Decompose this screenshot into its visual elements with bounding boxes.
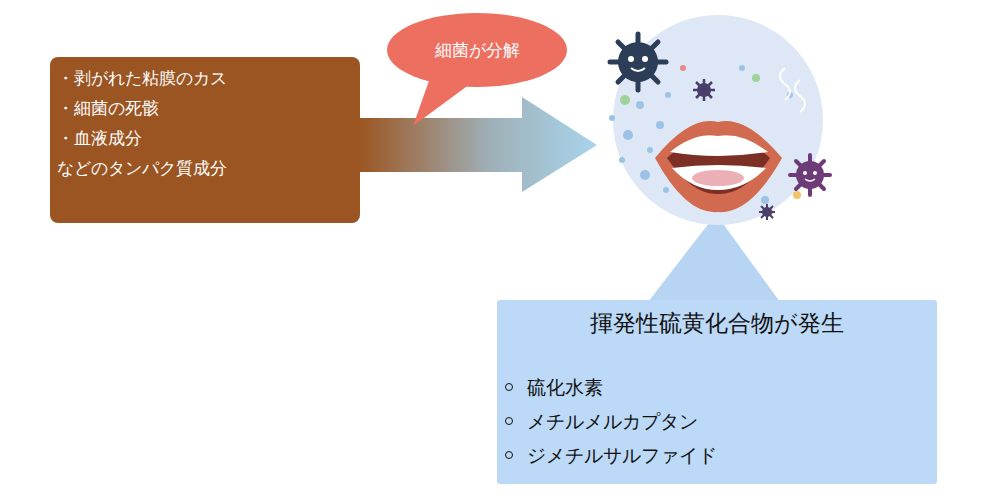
- flow-arrow: [358, 97, 597, 192]
- bacterium: [610, 34, 666, 90]
- dots-color: [620, 65, 801, 215]
- bacterium: [790, 155, 830, 195]
- source-item: ・血液成分: [57, 123, 350, 153]
- result-heading: 揮発性硫黄化合物が発生: [509, 306, 925, 340]
- result-box: 揮発性硫黄化合物が発生硫化水素メチルメルカプタンジメチルサルファイド: [497, 300, 937, 484]
- source-item: ・細菌の死骸: [57, 93, 350, 123]
- bullet-mark: [505, 383, 513, 391]
- mouth: [655, 121, 782, 212]
- compound-item: メチルメルカプタン: [509, 404, 925, 438]
- bullet-mark: [505, 417, 513, 425]
- source-box: ・剥がれた粘膜のカス・細菌の死骸・血液成分などのタンパク質成分: [50, 57, 360, 223]
- bacterium-small: [693, 79, 715, 101]
- compound-item: ジメチルサルファイド: [509, 438, 925, 472]
- odor-line: [780, 68, 790, 100]
- callout-pointer: [648, 214, 780, 302]
- speech-bubble: 細菌が分解: [387, 13, 567, 87]
- bullet-mark: [505, 451, 513, 459]
- bacterium-small: [759, 204, 775, 220]
- mouth-circle: [613, 15, 823, 225]
- odor-line: [795, 80, 805, 112]
- source-item: などのタンパク質成分: [57, 153, 350, 183]
- source-item: ・剥がれた粘膜のカス: [57, 63, 350, 93]
- compound-item: 硫化水素: [509, 370, 925, 404]
- bubble-label: 細菌が分解: [435, 39, 520, 62]
